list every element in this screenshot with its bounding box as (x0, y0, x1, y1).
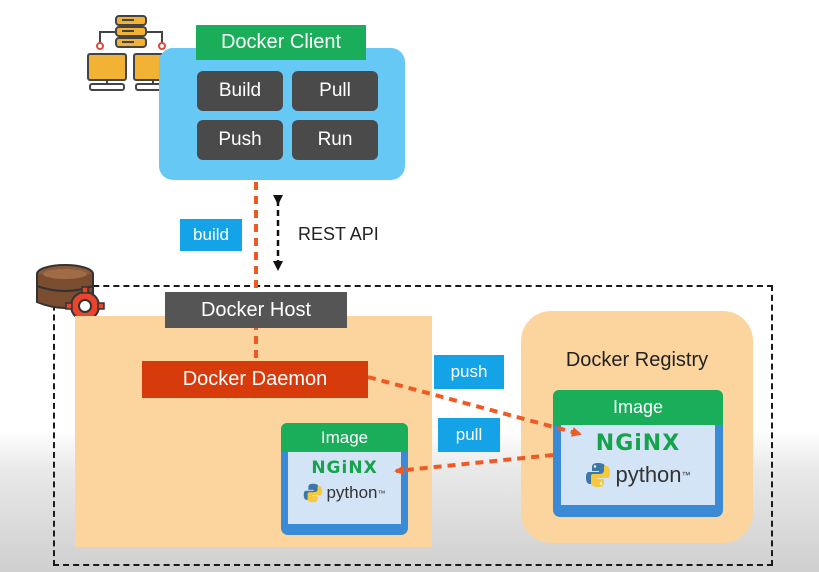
host-python-text: python (326, 483, 378, 502)
host-nginx-logo: NGiNX (311, 458, 378, 478)
build-tag: build (180, 219, 242, 251)
docker-registry-title: Docker Registry (565, 349, 709, 371)
host-python-tm: ™ (377, 488, 386, 498)
registry-python-text: python (615, 462, 682, 487)
python-logo-icon (304, 483, 323, 503)
rest-api-label: REST API (298, 224, 379, 244)
build-command: Build (197, 71, 283, 111)
docker-host-frame (53, 285, 773, 566)
push-tag: push (434, 355, 504, 389)
pull-tag: pull (438, 418, 500, 452)
registry-python-tm: ™ (681, 470, 691, 480)
pull-command: Pull (292, 71, 378, 111)
python-logo-icon (586, 463, 611, 487)
push-command: Push (197, 120, 283, 160)
docker-daemon: Docker Daemon (142, 361, 368, 398)
registry-image-header: Image (553, 390, 723, 425)
registry-nginx-logo: NGiNX (595, 431, 681, 456)
run-command: Run (292, 120, 378, 160)
docker-client-title: Docker Client (196, 25, 366, 60)
database-gear-icon (36, 264, 105, 326)
host-image-header: Image (281, 423, 408, 452)
computers-database-icon (87, 15, 173, 91)
push-arrow (367, 375, 582, 437)
pull-arrow (394, 453, 554, 476)
docker-host-title: Docker Host (165, 292, 347, 328)
